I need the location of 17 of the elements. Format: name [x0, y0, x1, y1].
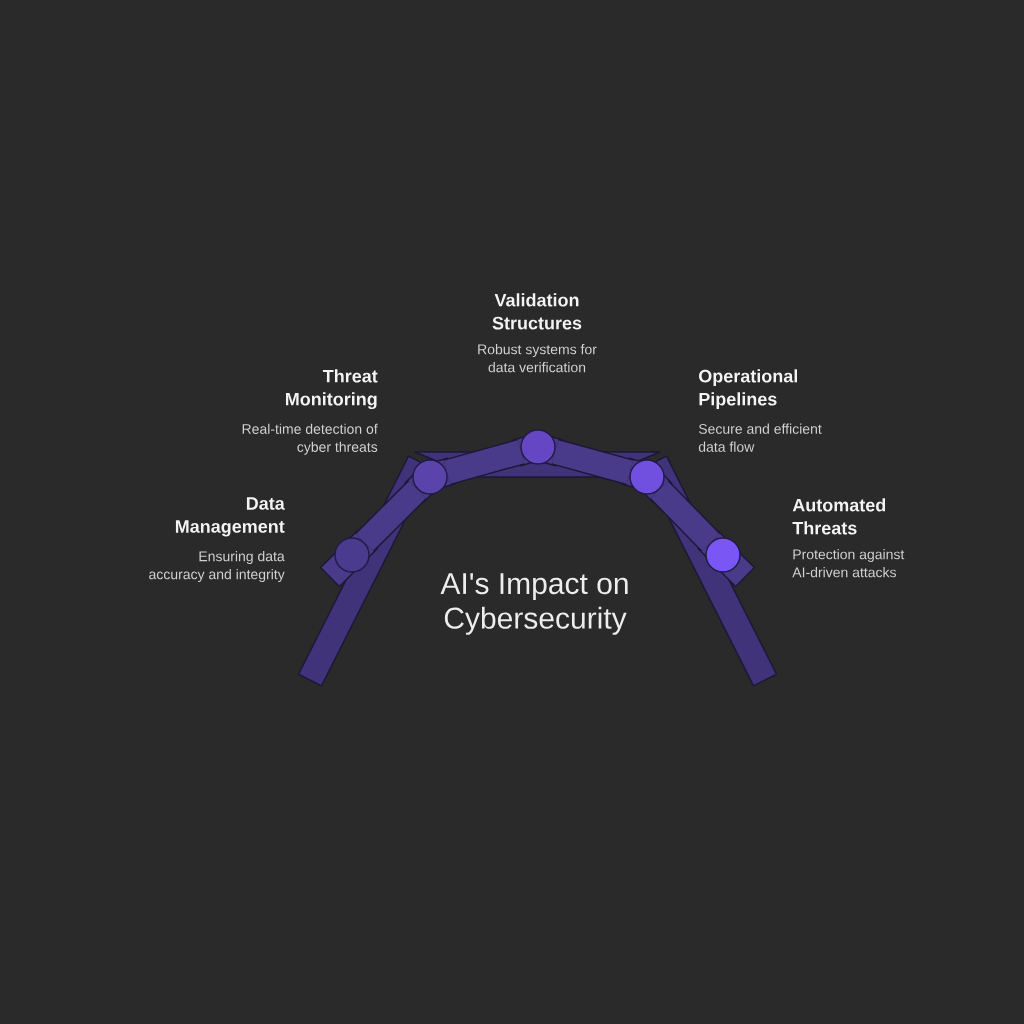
- description-text: Robust systems for data verification: [478, 344, 597, 373]
- heading: Data Management: [175, 497, 285, 537]
- heading: Automated Threats: [792, 498, 886, 535]
- truss-bar: [355, 480, 427, 552]
- truss-bar: [443, 438, 525, 486]
- heading: Threat Monitoring: [286, 369, 378, 410]
- joint-circle: [412, 459, 448, 495]
- heading: Validation Structures: [492, 293, 582, 330]
- truss-bar: [551, 438, 634, 486]
- title: AI's Impact on Cybersecurity: [440, 573, 628, 635]
- description-text: Secure and efficient data flow: [698, 423, 822, 452]
- description-text: Real-time detection of cyber threats: [242, 423, 378, 455]
- description-text: Protection against AI-driven attacks: [792, 549, 905, 578]
- heading: Operational Pipelines: [699, 369, 797, 410]
- truss-bar: [649, 480, 721, 552]
- description-text: Ensuring data accuracy and integrity: [149, 551, 285, 583]
- joint-circle: [629, 459, 665, 495]
